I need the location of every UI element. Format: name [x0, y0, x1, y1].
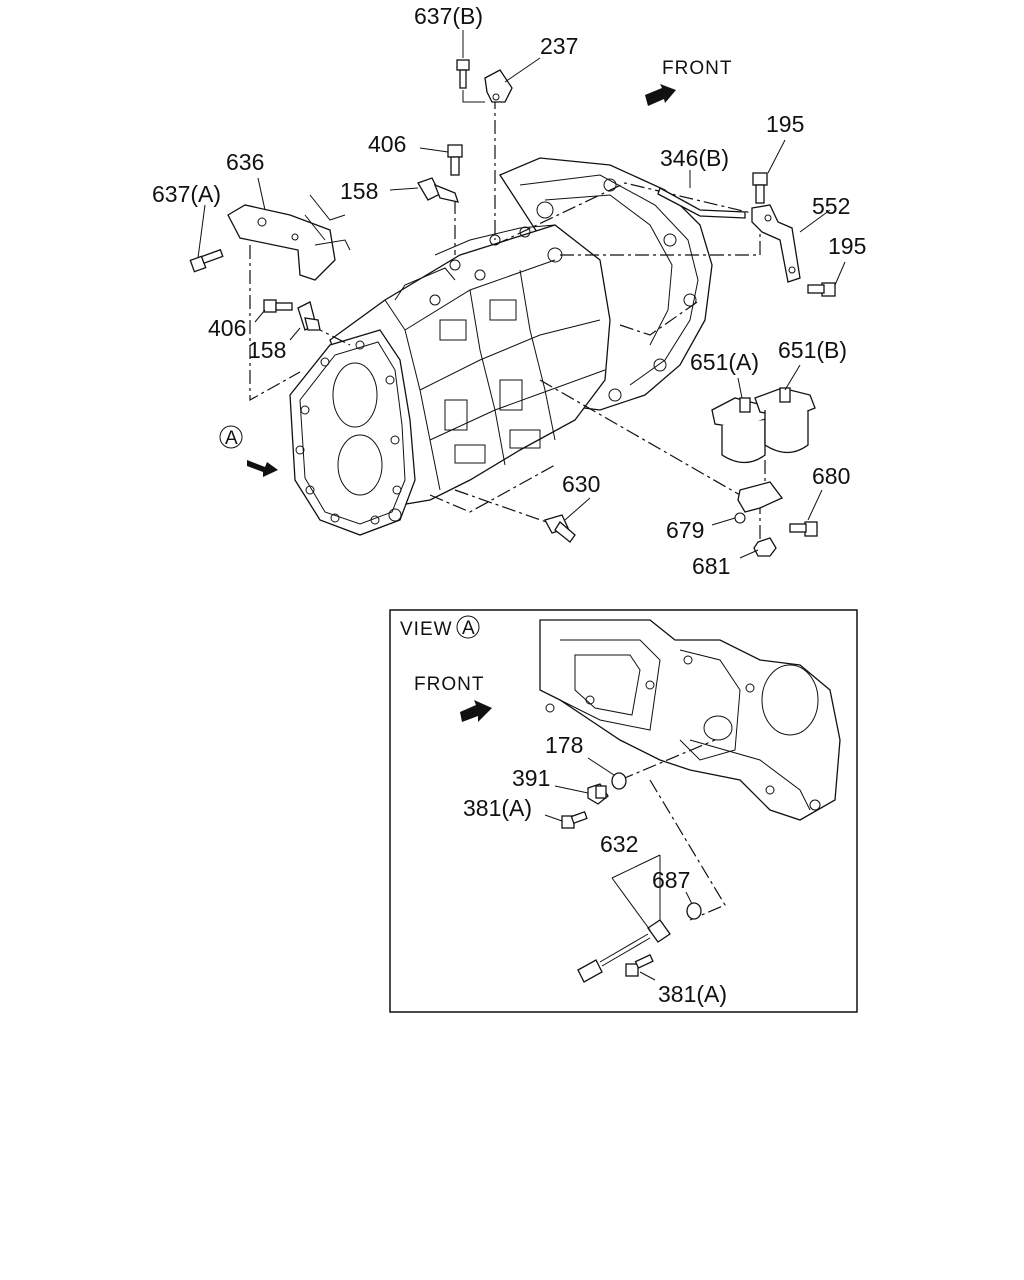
view-marker-circle: [219, 425, 243, 449]
inset-view-marker-circle: [456, 615, 480, 639]
part-632-sensor: [577, 919, 671, 983]
label-front-main: FRONT: [662, 58, 732, 79]
label-679: 679: [666, 517, 704, 543]
part-651b-mount: [754, 387, 816, 454]
label-158-top: 158: [340, 178, 378, 204]
label-view-marker: A: [225, 428, 239, 449]
main-labels: 637(B) 237 FRONT 406 158 636 637(A) 346(…: [152, 3, 866, 579]
part-381a-top-bolt: [561, 810, 588, 829]
label-406-top: 406: [368, 131, 406, 157]
label-178: 178: [545, 732, 583, 758]
part-687-oring: [686, 902, 702, 920]
part-381a-bottom-bolt: [625, 954, 654, 977]
part-680-bolt: [789, 521, 818, 537]
part-178-oring: [611, 772, 627, 790]
view-arrow-icon: [247, 460, 278, 477]
label-195-top: 195: [766, 111, 804, 137]
inset-view-text: VIEW: [400, 619, 453, 640]
part-158-left-clip: [297, 301, 321, 331]
part-195-right-bolt: [807, 282, 836, 297]
label-391: 391: [512, 765, 550, 791]
part-406-left-bolt: [263, 299, 293, 313]
label-552: 552: [812, 193, 850, 219]
inset-frame: [389, 609, 858, 1013]
label-630: 630: [562, 471, 600, 497]
part-651a-mount: [711, 397, 769, 464]
part-237-bracket: [462, 69, 513, 103]
label-406-left: 406: [208, 315, 246, 341]
label-636: 636: [226, 149, 264, 175]
part-346b-rod: [657, 187, 746, 219]
label-681: 681: [692, 553, 730, 579]
part-195-top-bolt: [752, 172, 768, 204]
part-391-sensor: [587, 783, 609, 805]
part-679-bracket: [734, 481, 784, 524]
label-leaders: [197, 30, 846, 559]
inset-view-a: VIEW A FRONT 178 391 381(A) 632 687 381(…: [389, 609, 858, 1013]
transmission-case: [289, 157, 713, 536]
inset-view-marker: A: [462, 618, 476, 639]
label-637a: 637(A): [152, 181, 221, 207]
part-158-top-clip: [417, 177, 459, 203]
part-636-bracket: [227, 194, 351, 281]
part-681-nut: [753, 537, 777, 557]
label-381a-bottom: 381(A): [658, 981, 727, 1007]
part-406-top-bolt: [447, 144, 463, 176]
label-651a: 651(A): [690, 349, 759, 375]
inset-front: FRONT: [414, 674, 484, 695]
label-195-right: 195: [828, 233, 866, 259]
label-680: 680: [812, 463, 850, 489]
part-552-bracket: [751, 204, 801, 283]
label-651b: 651(B): [778, 337, 847, 363]
front-arrow-icon: [645, 84, 676, 106]
label-237: 237: [540, 33, 578, 59]
part-637a-bolt: [189, 248, 224, 273]
label-637b: 637(B): [414, 3, 483, 29]
label-632: 632: [600, 831, 638, 857]
label-346b: 346(B): [660, 145, 729, 171]
part-637b-bolt: [456, 59, 470, 89]
label-687: 687: [652, 867, 690, 893]
label-158-left: 158: [248, 337, 286, 363]
inset-front-arrow-icon: [460, 700, 492, 722]
part-630-switch: [544, 514, 576, 543]
label-381a-top: 381(A): [463, 795, 532, 821]
leader-lines-main: [249, 95, 766, 545]
